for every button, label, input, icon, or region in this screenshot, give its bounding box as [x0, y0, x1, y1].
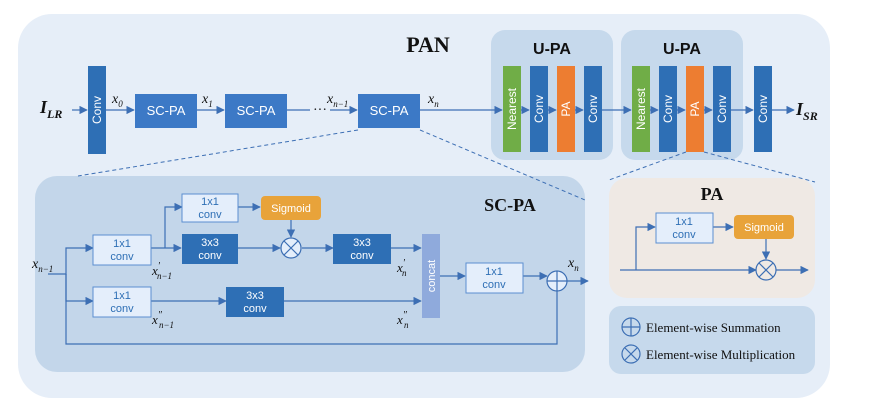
- scpa-multiply-icon-cross: [283, 240, 299, 256]
- upa-1-nearest-block: [503, 66, 521, 152]
- upa-panel-1: [491, 30, 613, 160]
- scpa-sigmoid-block: [261, 196, 321, 220]
- wire-input-upper-branch: [48, 243, 94, 275]
- zoom-line-scpa-right: [419, 129, 586, 201]
- scpa-sigmoid-label: Sigmoid: [271, 203, 311, 215]
- upa-1-title: U-PA: [533, 41, 571, 58]
- scpa-block-2-label: SC-PA: [237, 103, 276, 118]
- scpa-block-3: [358, 94, 420, 128]
- scpa-conv3x3-lower: [226, 287, 284, 317]
- upa-2-conv-b-block: [713, 66, 731, 152]
- scpa-detail-panel: [35, 176, 585, 372]
- upa-1-pa-block: [557, 66, 575, 152]
- upa-2-nearest-label: Nearest: [634, 87, 648, 130]
- pa-sigmoid-block: [734, 215, 794, 239]
- scpa-block-3-label: SC-PA: [370, 103, 409, 118]
- upa-1-nearest-label: Nearest: [505, 87, 519, 130]
- upa-1-pa-label: PA: [559, 101, 573, 116]
- output-label: ISR: [795, 99, 818, 123]
- zoom-line-scpa-left: [77, 129, 359, 177]
- scpa-conv1x1-lower: [92, 286, 152, 318]
- wire-input-residual: [65, 274, 558, 345]
- head-conv-label: Conv: [90, 96, 104, 124]
- upa-1-conv-a-block: [530, 66, 548, 152]
- zoom-line-pa-right: [703, 151, 816, 183]
- legend-mul-icon: [621, 344, 641, 364]
- final-conv-label: Conv: [756, 95, 770, 123]
- scpa-sum-icon-cross: [547, 271, 567, 291]
- upa-2-pa-block: [686, 66, 704, 152]
- upa-1-conv-a-label: Conv: [532, 95, 546, 123]
- scpa-output-label: xn: [567, 256, 579, 273]
- scpa-xdprime-label: x″n−1: [151, 310, 174, 330]
- xn-label: xn: [427, 92, 439, 109]
- final-conv-block: [754, 66, 772, 152]
- legend-sum-icon-cross: [622, 318, 640, 336]
- x0-label: x0: [111, 92, 123, 109]
- upa-2-pa-label: PA: [688, 101, 702, 116]
- input-label: ILR: [39, 97, 62, 121]
- upa-panel-2: [621, 30, 743, 160]
- upa-2-conv-a-label: Conv: [661, 95, 675, 123]
- x1-label: x1: [201, 92, 213, 109]
- upa-1-conv-b-label: Conv: [586, 95, 600, 123]
- upa-2-nearest-block: [632, 66, 650, 152]
- pa-conv1x1: [655, 212, 714, 244]
- legend-mul-icon-cross: [624, 347, 638, 361]
- scpa-xprime-label: x′n−1: [151, 261, 172, 281]
- ellipsis: ···: [313, 103, 327, 118]
- legend-sum-label: Element-wise Summation: [646, 320, 781, 335]
- upa-1-conv-b-block: [584, 66, 602, 152]
- scpa-conv1x1-upper: [92, 234, 152, 266]
- scpa-conv3x3-b: [333, 234, 391, 264]
- diagram-title: PAN: [406, 32, 450, 57]
- pa-wire-branch: [635, 222, 656, 270]
- scpa-conv1x1-out: [465, 262, 524, 294]
- scpa-concat-block: [422, 234, 440, 318]
- legend-panel: [609, 306, 815, 374]
- xn-1-label: xn−1: [326, 92, 348, 109]
- scpa-xdprime-n-label: x″n: [396, 310, 409, 330]
- scpa-detail-title: SC-PA: [484, 195, 536, 215]
- upa-2-conv-b-label: Conv: [715, 95, 729, 123]
- pa-multiply-icon-cross: [758, 262, 774, 278]
- scpa-xprime-n-label: x′n: [396, 258, 407, 278]
- pa-sigmoid-label: Sigmoid: [744, 222, 784, 234]
- wire-conv1-pa-branch: [164, 202, 183, 248]
- upa-2-title: U-PA: [663, 41, 701, 58]
- scpa-block-1: [135, 94, 197, 128]
- scpa-conv1x1-pa: [181, 193, 239, 223]
- legend-mul-label: Element-wise Multiplication: [646, 347, 796, 362]
- scpa-concat-label: concat: [426, 260, 438, 292]
- head-conv-block: [88, 66, 106, 154]
- scpa-input-label: xn−1: [31, 257, 53, 274]
- scpa-block-1-label: SC-PA: [147, 103, 186, 118]
- upa-2-conv-a-block: [659, 66, 677, 152]
- pa-detail-title: PA: [701, 184, 724, 204]
- scpa-block-2: [225, 94, 287, 128]
- scpa-conv3x3-a: [182, 234, 238, 264]
